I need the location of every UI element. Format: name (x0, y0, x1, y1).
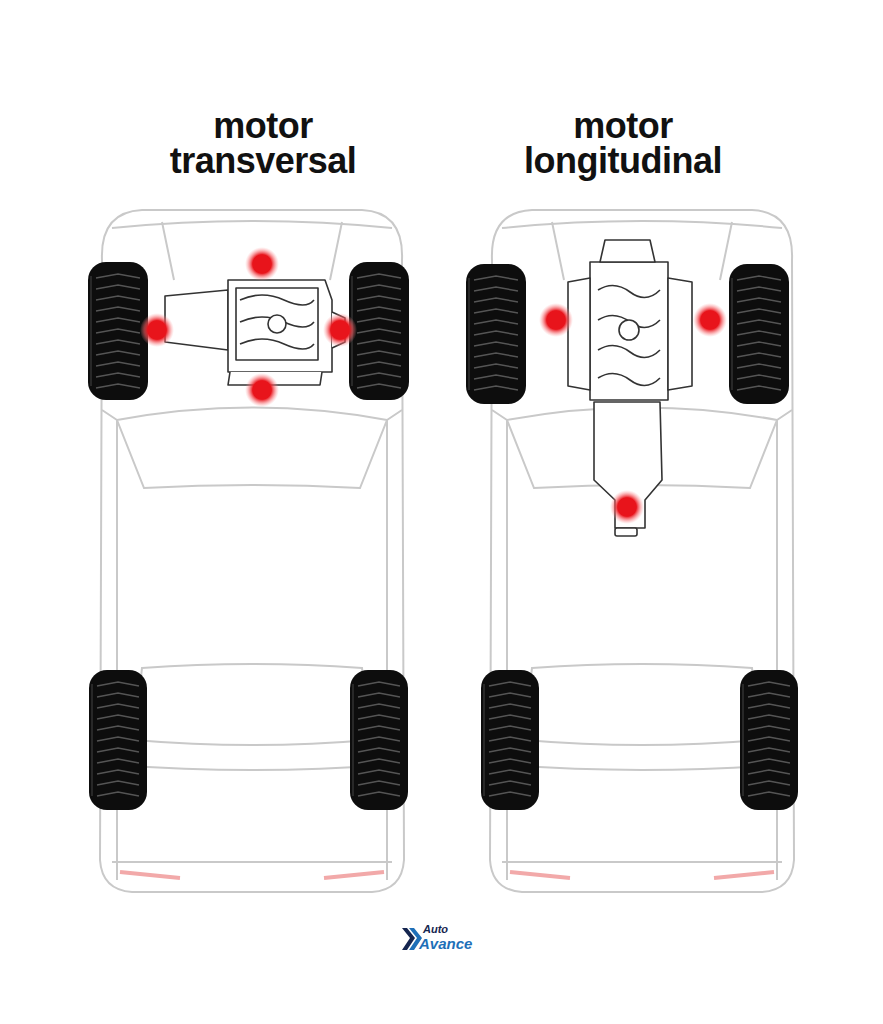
transversal-engine (165, 280, 345, 385)
mount-point (245, 247, 279, 281)
wheel (481, 670, 539, 810)
mount-point (323, 313, 357, 347)
mount-point (610, 490, 644, 524)
wheel (89, 670, 147, 810)
wheel (466, 264, 526, 404)
mount-point (693, 303, 727, 337)
heading: motor longitudinal (498, 108, 748, 179)
mount-point (539, 303, 573, 337)
wheel (350, 670, 408, 810)
wheel (729, 264, 789, 404)
wheel (88, 262, 148, 400)
logo-text: Avance (419, 936, 499, 951)
mount-point (140, 313, 174, 347)
tail-light (510, 872, 774, 878)
heading: motor transversal (138, 108, 388, 179)
wheel (349, 262, 409, 400)
mount-point (245, 373, 279, 407)
longitudinal-engine (568, 240, 692, 536)
wheel (740, 670, 798, 810)
tail-light (120, 872, 384, 878)
logo-text: Auto (423, 924, 483, 935)
